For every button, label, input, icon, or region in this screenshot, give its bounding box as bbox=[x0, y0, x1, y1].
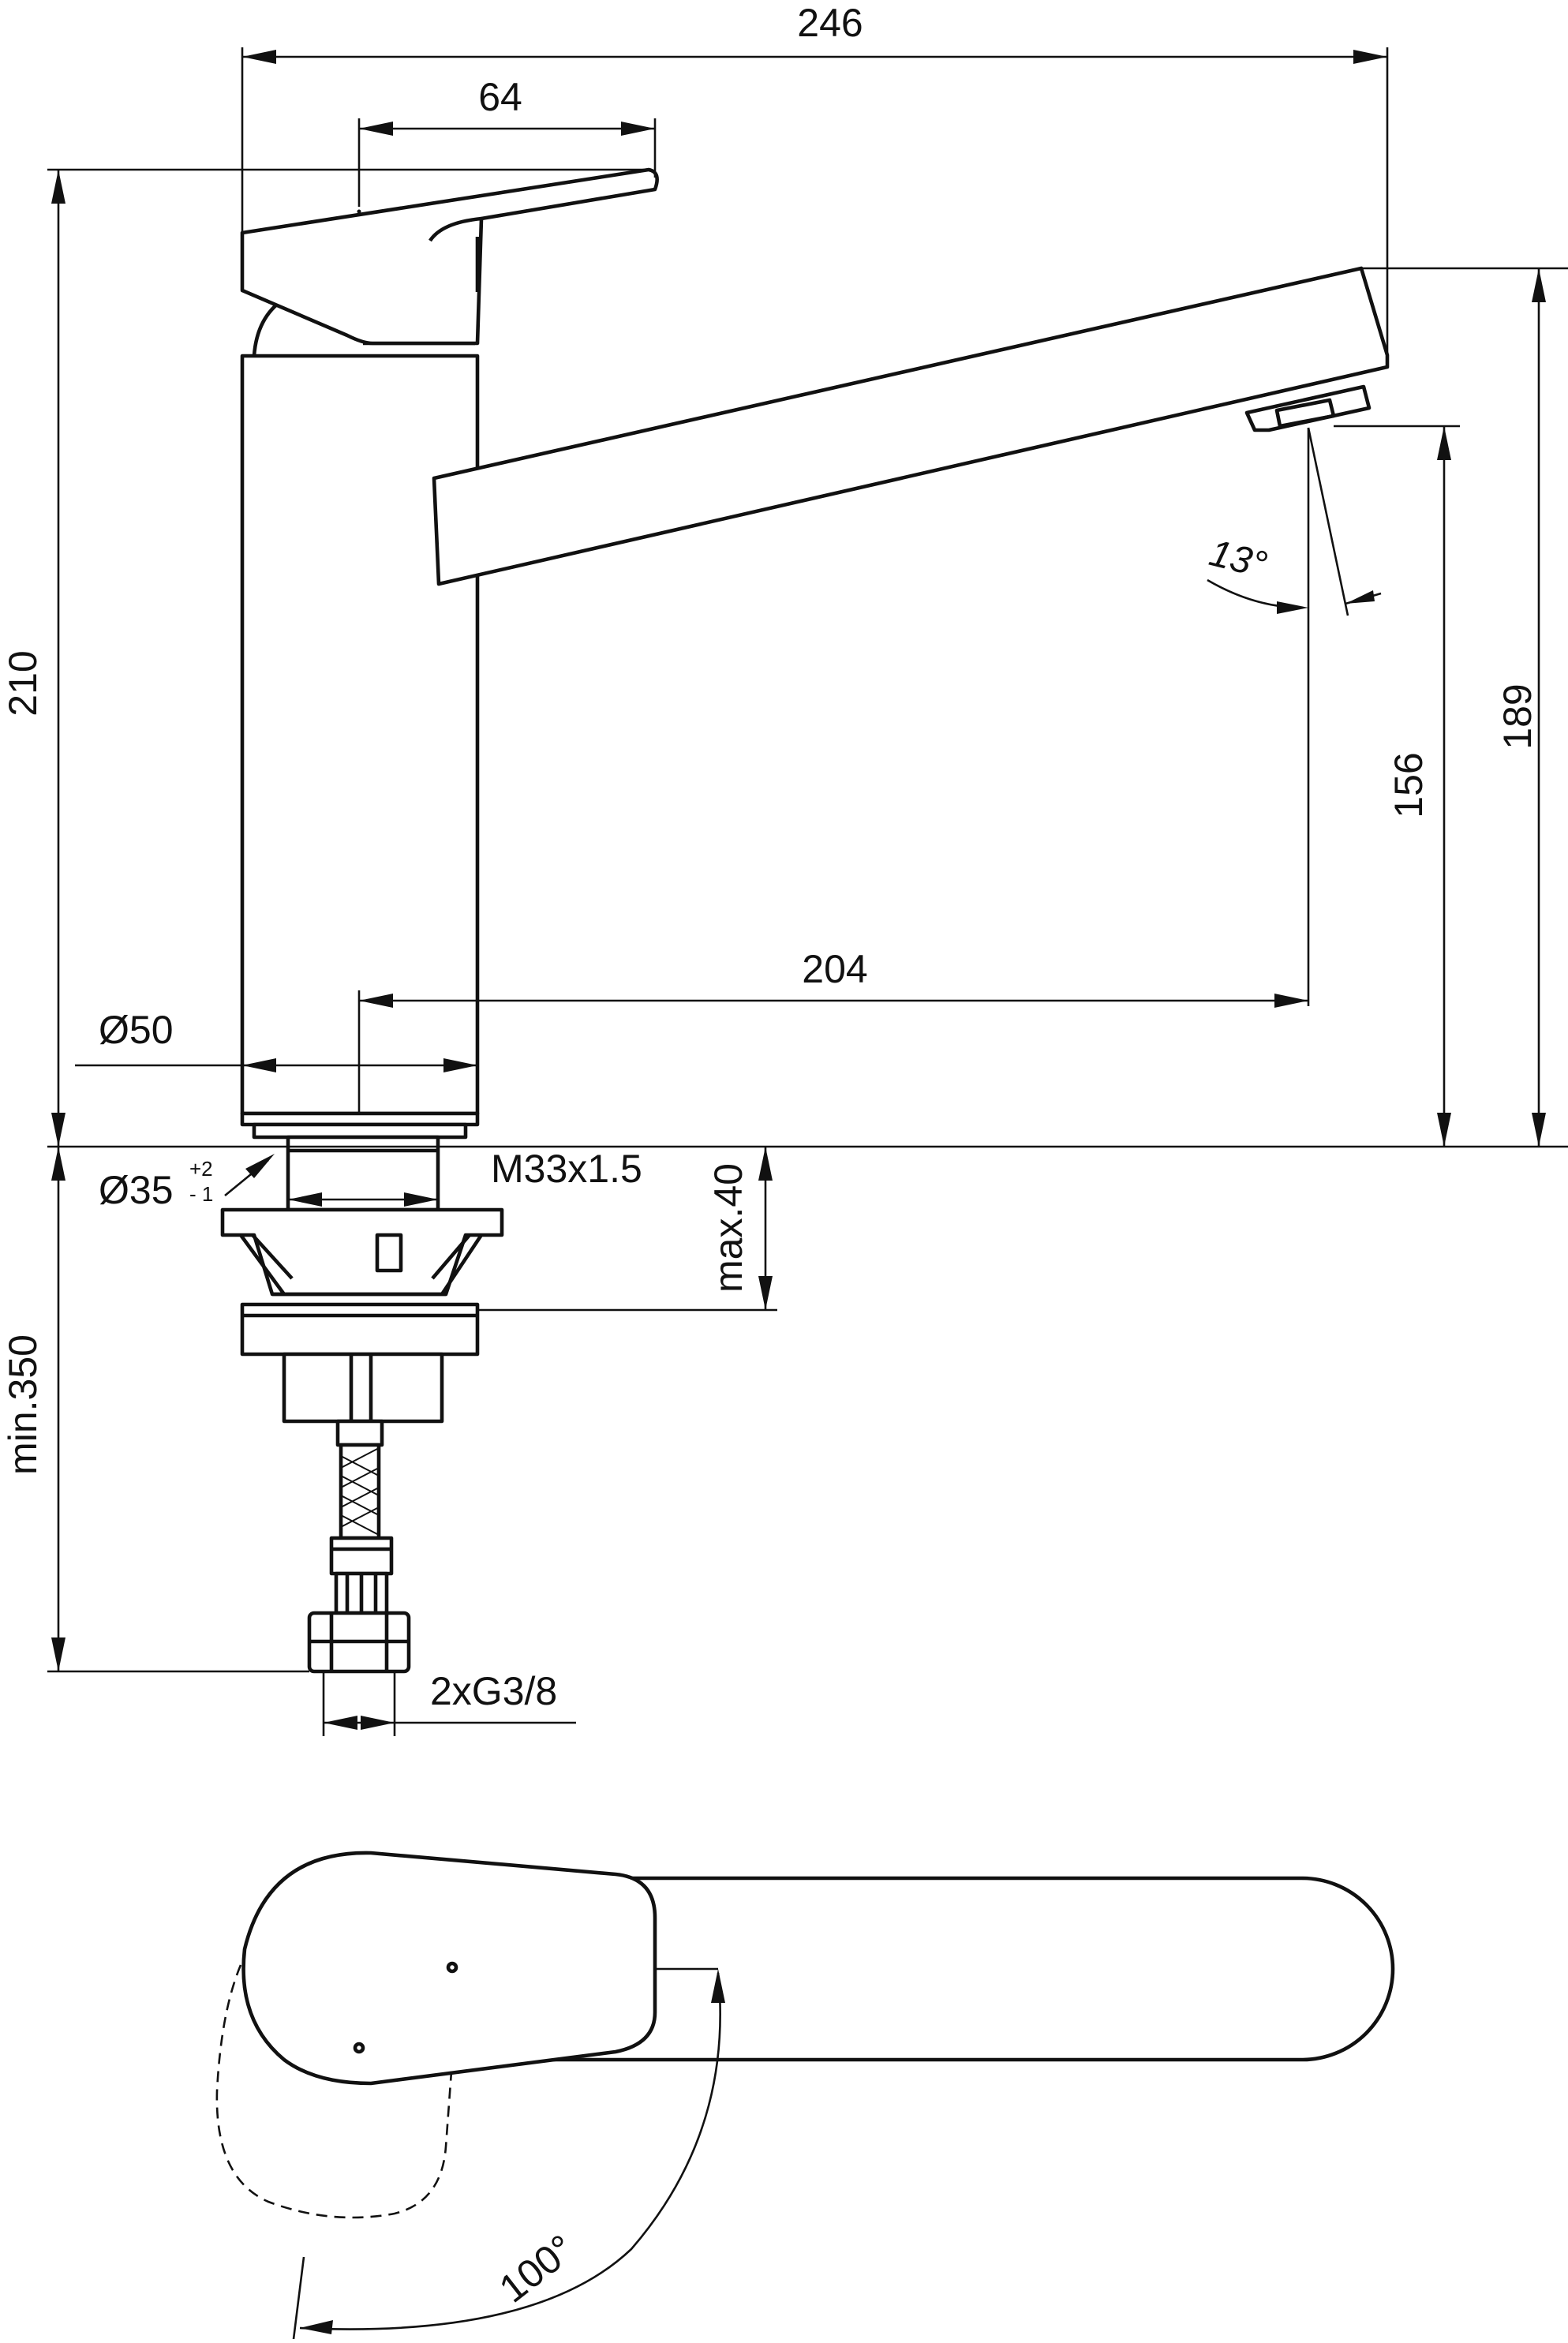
lever-handle bbox=[240, 167, 659, 346]
lock-nut bbox=[240, 1302, 480, 1357]
dim-spout-clearance: 156 bbox=[1387, 752, 1431, 818]
spout bbox=[432, 266, 1390, 586]
dim-min-hose: min.350 bbox=[1, 1334, 45, 1475]
spout-plan bbox=[550, 1876, 1395, 2062]
dim-hole-diameter: Ø35 bbox=[99, 1168, 174, 1212]
dim-handle-length: 64 bbox=[478, 75, 522, 119]
dim-max-counter: max.40 bbox=[706, 1163, 750, 1293]
mounting-seal bbox=[252, 1122, 468, 1140]
dim-thread: M33x1.5 bbox=[491, 1147, 642, 1191]
dim-body-diameter: Ø50 bbox=[99, 1008, 174, 1052]
dim-total-length: 246 bbox=[797, 1, 863, 45]
braided-hose bbox=[307, 1419, 411, 1674]
dim-spout-angle: 13° bbox=[1205, 532, 1270, 586]
dim-connection: 2xG3/8 bbox=[430, 1669, 557, 1713]
handle-swung-dashed bbox=[215, 1964, 453, 2219]
dim-hole-tol-plus: +2 bbox=[189, 1157, 213, 1181]
mounting-assembly bbox=[220, 1135, 504, 1424]
top-plan-view: 100° bbox=[215, 1851, 1395, 2340]
dim-spout-height: 189 bbox=[1495, 683, 1540, 749]
dim-swivel-angle: 100° bbox=[491, 2226, 582, 2311]
dim-spout-reach: 204 bbox=[802, 947, 867, 991]
dim-total-height: 210 bbox=[1, 650, 45, 716]
side-elevation-view: 246 64 210 189 156 13° bbox=[1, 1, 1568, 1736]
dim-hole-tol-minus: - 1 bbox=[189, 1182, 213, 1206]
